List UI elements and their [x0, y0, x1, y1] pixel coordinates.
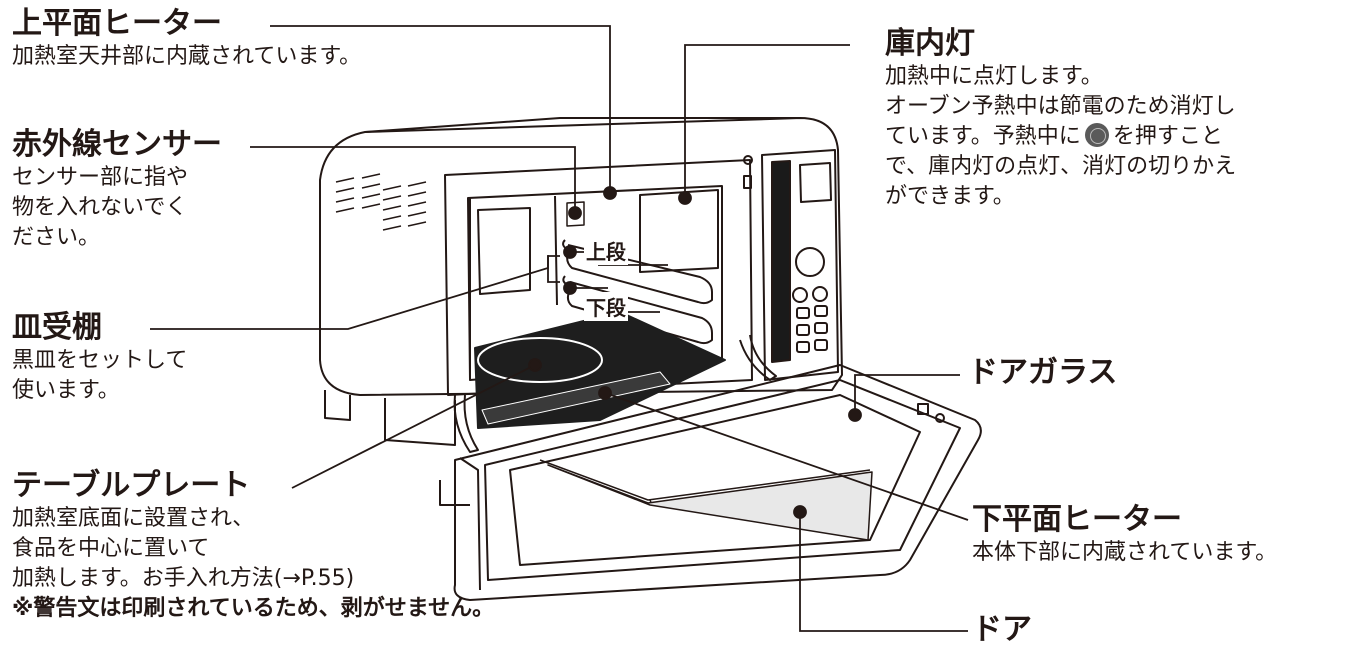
label-table-plate: テーブルプレート 加熱室底面に設置され、 食品を中心に置いて 加熱します。お手入…	[12, 468, 494, 624]
leader-lower-heater	[604, 392, 969, 521]
upper-heater-title: 上平面ヒーター	[12, 6, 222, 41]
label-ir-sensor: 赤外線センサー センサー部に指や 物を入れないでく ださい。	[12, 127, 222, 253]
interior-light-desc-line: 加熱中に点灯します。	[885, 64, 1103, 89]
ir-sensor-desc-line: 物を入れないでく	[12, 195, 188, 220]
interior-light-desc-line: ができます。	[885, 184, 1015, 209]
door-glass-title: ドアガラス	[968, 355, 1118, 390]
leader-door	[799, 512, 968, 632]
ir-sensor-desc-line: センサー部に指や	[12, 165, 189, 190]
table-plate-note: ※警告文は印刷されているため、剥がせません。	[12, 596, 495, 621]
lower-heater-desc: 本体下部に内蔵されています。	[972, 540, 1278, 565]
door-glass-pane	[509, 394, 921, 566]
door-title: ドア	[972, 612, 1032, 647]
label-tray-shelf: 皿受棚 黒皿をセットして 使います。	[12, 310, 187, 406]
tray-shelf-title: 皿受棚	[12, 310, 102, 345]
leader-door-glass	[854, 374, 960, 415]
tray-shelf-desc-line: 黒皿をセットして	[12, 348, 188, 373]
leader-table-plate	[291, 364, 536, 489]
table-plate-desc-line: 食品を中心に置いて	[12, 536, 210, 561]
leader-ir-sensor	[250, 146, 576, 213]
oven-front-frame	[444, 159, 753, 396]
label-door: ドア	[972, 612, 1032, 648]
shelf-upper-label: 上段	[584, 236, 628, 265]
lower-heater-title: 下平面ヒーター	[972, 502, 1182, 537]
shelf-bracket	[547, 255, 560, 283]
tray-shelf-desc-line: 使います。	[12, 378, 120, 403]
leader-upper-heater	[270, 25, 611, 193]
interior-light-desc-line: オーブン予熱中は節電のため消灯し	[885, 94, 1236, 119]
label-lower-heater: 下平面ヒーター 本体下部に内蔵されています。	[972, 502, 1277, 568]
ir-sensor-desc-line: ださい。	[12, 225, 101, 250]
shelf-lower-label: 下段	[584, 292, 628, 321]
control-panel	[761, 149, 839, 381]
ir-sensor-title: 赤外線センサー	[12, 127, 222, 162]
table-plate-desc-line: 加熱室底面に設置され、	[12, 506, 255, 531]
upper-heater-desc: 加熱室天井部に内蔵されています。	[12, 44, 362, 69]
interior-light-title: 庫内灯	[885, 26, 975, 61]
interior-light-desc-line: ています。予熱中に を押すこと	[885, 122, 1236, 152]
table-plate-desc-line: 加熱します。お手入れ方法(→P.55)	[12, 566, 355, 591]
oven-door	[453, 364, 982, 601]
label-upper-heater: 上平面ヒーター 加熱室天井部に内蔵されています。	[12, 6, 361, 72]
start-button-icon	[1084, 123, 1109, 147]
table-plate-title: テーブルプレート	[12, 468, 251, 503]
leader-tray-shelf	[150, 255, 549, 330]
interior-light-desc3b: を押すこと	[1112, 124, 1223, 149]
oven-body-outline	[319, 117, 843, 396]
leader-interior-light	[684, 44, 850, 198]
label-interior-light: 庫内灯 加熱中に点灯します。 オーブン予熱中は節電のため消灯し ています。予熱中…	[885, 26, 1236, 212]
interior-light-desc-line: で、庫内灯の点灯、消灯の切りかえ	[885, 154, 1237, 179]
label-door-glass: ドアガラス	[968, 355, 1117, 391]
interior-light-desc3a: ています。予熱中に	[885, 124, 1081, 149]
